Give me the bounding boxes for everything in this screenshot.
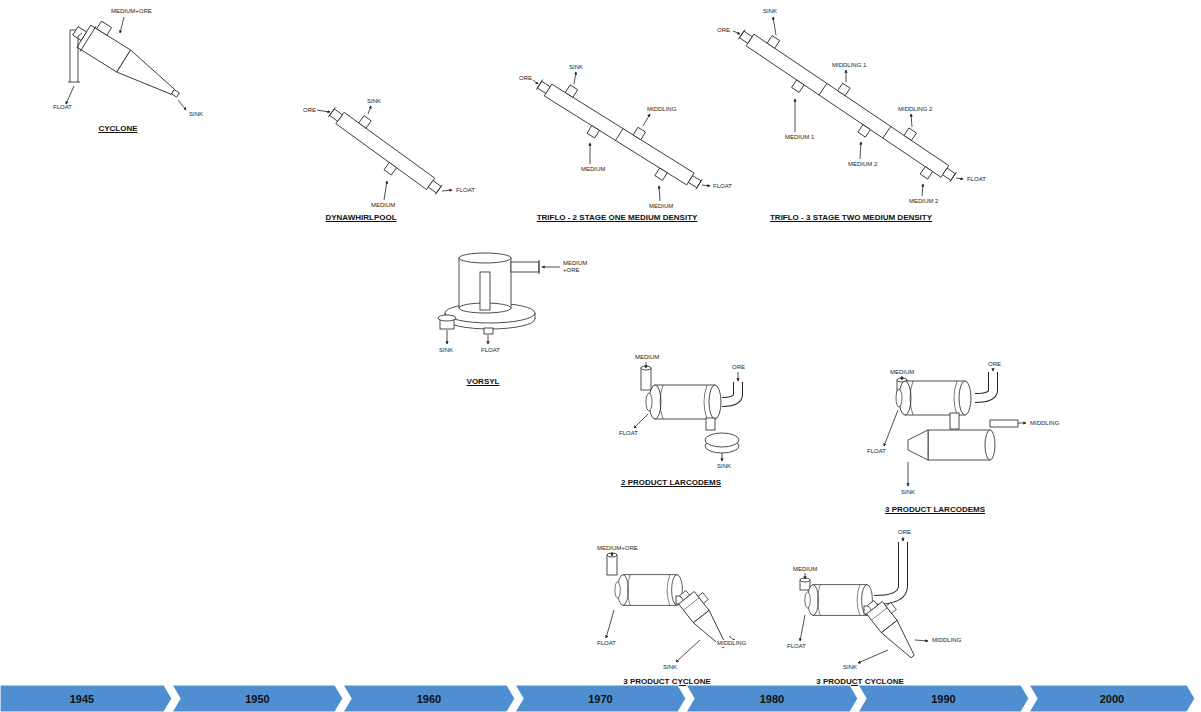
stream-label: MEDIUM [792,566,818,573]
stream-label: FLOAT [618,430,639,437]
stream-label: ORE [302,107,317,114]
stream-label: MEDIUM [889,369,915,376]
stream-label: SINK [568,64,584,71]
device-title: TRIFLO - 2 STAGE ONE MEDIUM DENSITY [536,213,699,223]
device-title: TRIFLO - 3 STAGE TWO MEDIUM DENSITY [769,213,933,223]
stream-label: FLOAT [596,640,617,647]
device-title: DYNAWHIRLPOOL [324,213,397,223]
stream-label: SINK [366,98,382,105]
timeline-segment: 1960 [343,685,515,712]
device-title: 3 PRODUCT LARCODEMS [884,505,986,515]
device-title: CYCLONE [97,124,138,134]
stream-label: ORE [518,75,533,82]
stream-label: FLOAT [480,347,501,354]
timeline-segment: 1945 [0,685,172,712]
stream-label: SINK [188,111,204,118]
stream-label: MEDIUM [370,202,396,209]
timeline-segment: 1990 [858,685,1029,712]
stream-label: MEDIUM+ORE [110,8,153,15]
device-title: VORSYL [466,377,501,387]
stream-label: MIDDLING [1029,420,1060,427]
timeline-segment: 2000 [1029,685,1195,712]
stream-label: ORE [716,27,731,34]
stream-label: ORE [731,364,746,371]
stream-label: SINK [762,8,778,15]
device-title: 2 PRODUCT LARCODEMS [620,478,722,488]
stream-label: MIDDLING [646,106,677,113]
stream-label: MIDDLING [931,637,962,644]
stream-label: MEDIUM [580,166,606,173]
year-label: 1970 [523,685,678,705]
stream-label: MEDIUM +ORE [562,260,590,274]
stream-label: SINK [662,664,678,671]
stream-label: MEDIUM [634,354,660,361]
stream-label: ORE [897,529,912,536]
stream-label: FLOAT [786,643,807,650]
timeline-segment: 1980 [686,685,858,712]
stream-label: FLOAT [966,176,987,183]
stream-label: MEDIUM 2 [847,161,878,168]
stream-label: SINK [438,347,454,354]
stream-label: FLOAT [455,187,476,194]
stream-label: MEDIUM 1 [784,134,815,141]
stream-label: MIDDLING 1 [831,62,867,69]
stream-label: SINK [900,489,916,496]
stream-label: MEDIUM [648,203,674,210]
stream-label: MEDIUM+ORE [596,545,639,552]
year-label: 1960 [351,685,507,705]
year-label: 1990 [866,685,1021,705]
year-label: 1945 [0,685,164,705]
stream-label: SINK [716,463,732,470]
stream-label: MIDDLING 2 [897,106,933,113]
stream-label: FLOAT [866,448,887,455]
year-label: 1980 [694,685,850,705]
stream-label: FLOAT [52,104,73,111]
stream-label: FLOAT [712,183,733,190]
stream-label: MIDDLING [716,640,747,647]
timeline-segment: 1970 [515,685,686,712]
stream-label: ORE [987,361,1002,368]
stream-label: MEDIUM 2 [908,198,939,205]
timeline-segment: 1950 [172,685,343,712]
year-label: 2000 [1037,685,1187,705]
year-label: 1950 [180,685,335,705]
stream-label: SINK [842,664,858,671]
